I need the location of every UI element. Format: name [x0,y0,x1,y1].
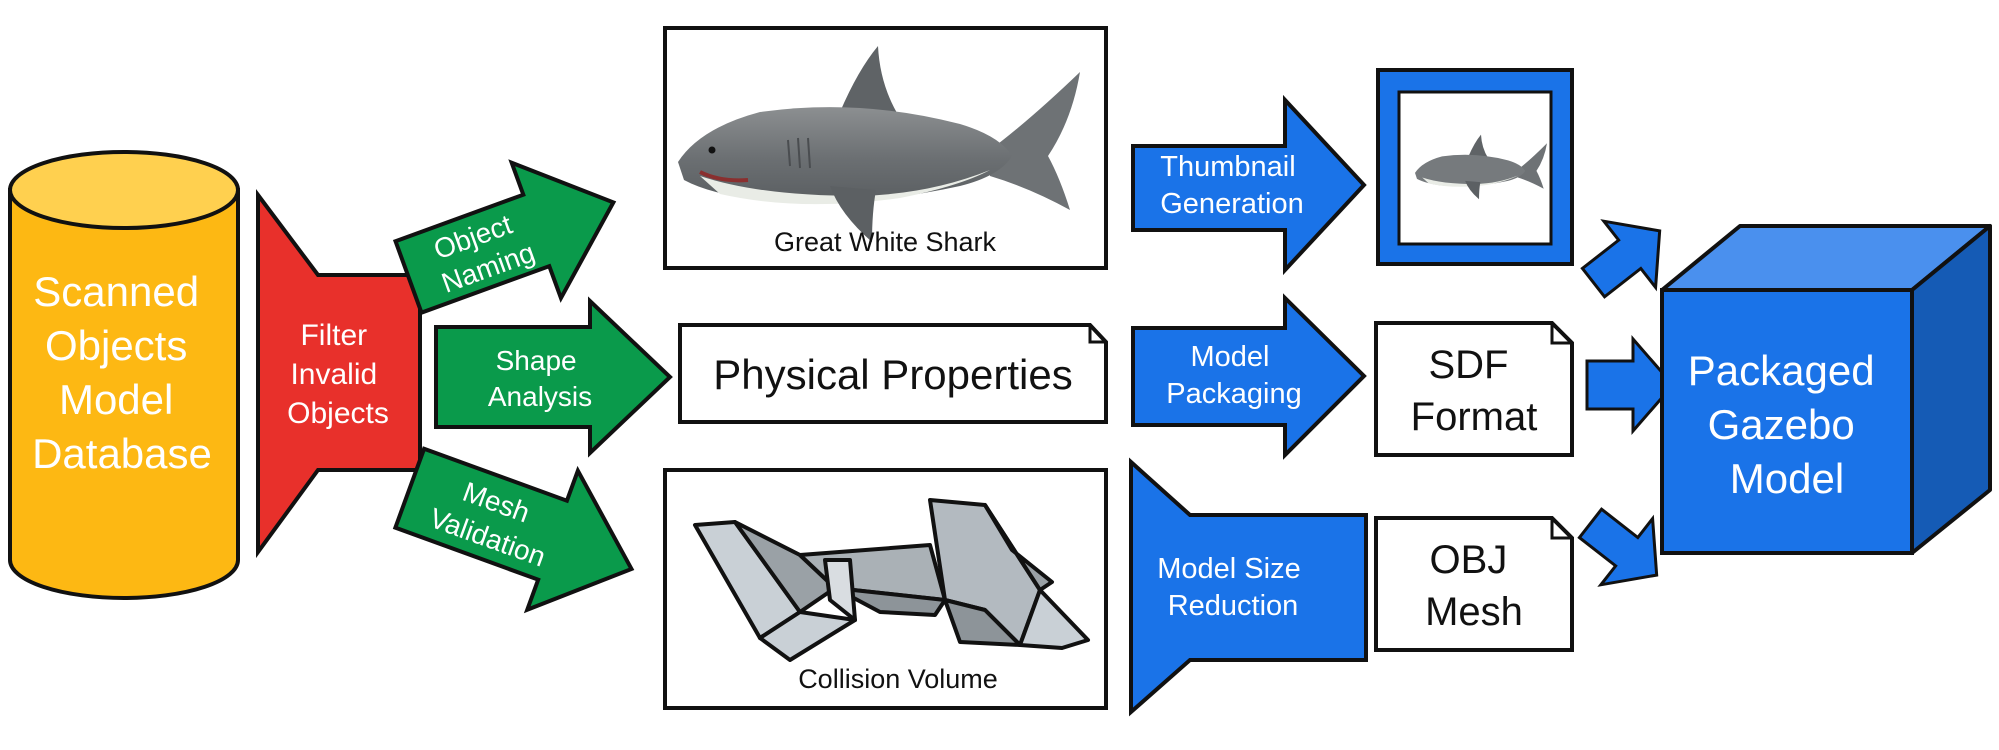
database-top [8,150,240,230]
thumbnail-line2: Generation [1160,188,1304,220]
database-cylinder: Scanned Objects Model Database [8,150,240,600]
svg-text:Shape Analysis: Shape Analysis [488,345,592,412]
svg-text:Model Size Reduction: Model Size Reduction [1157,553,1309,622]
collision-caption: Collision Volume [798,664,998,694]
physical-properties-doc: Physical Properties [678,323,1108,424]
filter-label-line1: Filter [300,319,367,352]
collision-mesh-image [693,498,1090,662]
thumbnail-line1: Thumbnail [1160,151,1295,183]
document-icon [1550,518,1572,540]
svg-text:Thumbnail Generation: Thumbnail Generation [1160,151,1304,220]
obj-line2: Mesh [1425,590,1523,634]
sdf-line2: Format [1411,395,1538,439]
obj-line1: OBJ [1430,538,1508,582]
shape-analysis-line2: Analysis [488,381,592,412]
cube-line3: Model [1730,455,1844,502]
packaged-model-cube: Packaged Gazebo Model [1660,224,1992,555]
cube-line2: Gazebo [1708,401,1855,448]
shape-analysis-line1: Shape [496,345,577,376]
svg-text:SDF Format: SDF Format [1411,343,1538,439]
shark-thumbnail-image [1415,134,1547,200]
database-label-line1: Scanned [33,268,199,315]
arrow-model-packaging: Model Packaging [1131,293,1367,460]
shark-image [678,46,1080,242]
arrow-obj-to-cube [1577,507,1659,587]
arrow-thumbnail-to-cube [1580,219,1662,299]
svg-text:Model Packaging: Model Packaging [1166,341,1301,410]
packaging-line1: Model [1190,341,1269,373]
shark-caption: Great White Shark [774,227,997,257]
database-label-line2: Objects [45,322,187,369]
shark-panel: Great White Shark [663,26,1108,270]
obj-mesh-doc: OBJ Mesh [1374,516,1574,652]
arrow-sdf-to-cube [1585,334,1675,436]
document-icon [1088,325,1106,344]
arrow-mesh-validation: Mesh Validation [392,446,635,614]
svg-text:Packaged Gazebo Mo: Packaged Gazebo Model [1688,347,1886,502]
collision-panel: Collision Volume [663,468,1108,710]
arrow-thumbnail-generation: Thumbnail Generation [1131,94,1367,276]
thumbnail-frame [1376,68,1574,266]
arrow-shape-analysis: Shape Analysis [434,296,673,458]
svg-text:Filter Invalid Obj: Filter Invalid Objects [287,319,389,430]
database-label-line4: Database [32,430,212,477]
sdf-format-doc: SDF Format [1374,321,1574,457]
database-label-line3: Model [59,376,173,423]
sdf-line1: SDF [1428,343,1508,387]
filter-label-line3: Objects [287,397,389,430]
svg-text:OBJ Mesh: OBJ Mesh [1425,538,1523,634]
filter-label-line2: Invalid [290,358,377,391]
filter-funnel: Filter Invalid Objects [256,189,422,559]
document-icon [1550,323,1572,345]
model-size-reduction-funnel: Model Size Reduction [1129,457,1368,717]
reduction-line1: Model Size [1157,553,1300,585]
packaging-line2: Packaging [1166,378,1301,410]
physical-properties-label: Physical Properties [713,351,1072,398]
database-body [8,188,240,600]
svg-text:Scanned Objects Mo: Scanned Objects Model Database [32,268,212,477]
reduction-line2: Reduction [1168,590,1299,622]
cube-line1: Packaged [1688,347,1875,394]
